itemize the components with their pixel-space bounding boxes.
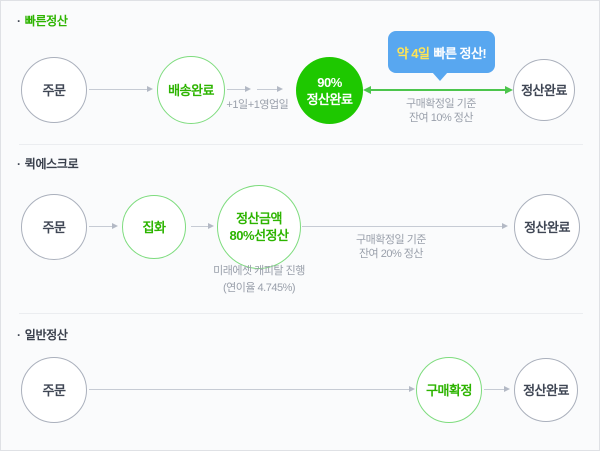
node-label: 집화 bbox=[142, 219, 166, 235]
arrow-plus-1-biz-day bbox=[257, 86, 283, 92]
node-label-line2: 80%선정산 bbox=[229, 228, 289, 243]
caption-line2: 잔여 10% 정산 bbox=[408, 112, 474, 124]
node-label-line1: 정산금액 bbox=[236, 211, 282, 226]
bubble-highlight-text: 약 4일 bbox=[396, 45, 430, 61]
arrow-label-plus-1-biz-day: +1영업일 bbox=[247, 99, 289, 111]
node-label-line2: 정산완료 bbox=[306, 91, 353, 107]
caption-line2: 잔여 20% 정산 bbox=[358, 248, 424, 260]
node-order-normal: 주문 bbox=[21, 357, 87, 423]
node-label: 정산완료 bbox=[521, 82, 567, 98]
caption-line1: 구매확정일 기준 bbox=[406, 98, 476, 110]
node-label: 배송완료 bbox=[168, 82, 214, 98]
node-label: 구매확정 bbox=[426, 382, 472, 398]
node-label: 정산완료 bbox=[523, 382, 569, 398]
caption-escrow-remaining: 구매확정일 기준 잔여 20% 정산 bbox=[331, 233, 451, 261]
section-title-fast-settlement: ·빠른정산 bbox=[17, 12, 68, 29]
node-label: 주문 bbox=[42, 82, 66, 98]
node-delivery-done: 배송완료 bbox=[157, 56, 225, 124]
arrow-label-plus-1-day: +1일 bbox=[226, 99, 248, 111]
arrow-pickup-to-presettle bbox=[191, 223, 214, 229]
bullet-dot: · bbox=[17, 157, 21, 171]
node-purchase-confirm: 구매확정 bbox=[416, 357, 482, 423]
node-label: 주문 bbox=[42, 382, 66, 398]
node-80pct-presettle: 정산금액 80%선정산 bbox=[217, 185, 301, 269]
node-label: 주문 bbox=[42, 219, 66, 235]
bubble-text: 빠른 정산! bbox=[433, 45, 487, 61]
node-label-line1: 90% bbox=[317, 74, 342, 90]
section-title-quick-escrow: ·퀵에스크로 bbox=[17, 155, 79, 172]
arrow-order-to-pickup bbox=[89, 223, 118, 229]
node-order-fast: 주문 bbox=[21, 57, 87, 123]
bullet-dot: · bbox=[17, 14, 21, 28]
node-pickup: 집화 bbox=[122, 195, 186, 259]
node-settle-done-escrow: 정산완료 bbox=[514, 194, 580, 260]
arrow-order-to-confirm bbox=[89, 386, 415, 392]
section-title-normal-settlement: ·일반정산 bbox=[17, 326, 68, 343]
node-settle-done-normal: 정산완료 bbox=[514, 358, 578, 422]
caption-fast-remaining: 구매확정일 기준 잔여 10% 정산 bbox=[379, 97, 503, 125]
note-line1: 미래에셋 캐피탈 진행 bbox=[213, 265, 305, 277]
note-line2: (연이율 4.745%) bbox=[222, 282, 296, 294]
arrow-presettle-to-done bbox=[302, 223, 508, 229]
double-arrow-remaining-settlement bbox=[363, 86, 513, 94]
arrow-confirm-to-done bbox=[484, 386, 510, 392]
node-settle-done-fast: 정산완료 bbox=[513, 59, 575, 121]
arrow-order-to-delivery bbox=[89, 86, 153, 92]
node-label: 정산완료 bbox=[524, 219, 570, 235]
section-title-text: 퀵에스크로 bbox=[24, 157, 79, 171]
note-mirae-capital: 미래에셋 캐피탈 진행 (연이율 4.745%) bbox=[194, 263, 324, 297]
section-title-text: 빠른정산 bbox=[24, 14, 68, 28]
node-90pct-settled: 90% 정산완료 bbox=[296, 57, 363, 124]
section-divider-2 bbox=[19, 313, 583, 314]
arrow-plus-1-day bbox=[227, 86, 251, 92]
caption-line1: 구매확정일 기준 bbox=[356, 234, 426, 246]
bullet-dot: · bbox=[17, 328, 21, 342]
section-title-text: 일반정산 bbox=[24, 328, 68, 342]
node-order-escrow: 주문 bbox=[21, 194, 87, 260]
section-divider-1 bbox=[19, 144, 583, 145]
